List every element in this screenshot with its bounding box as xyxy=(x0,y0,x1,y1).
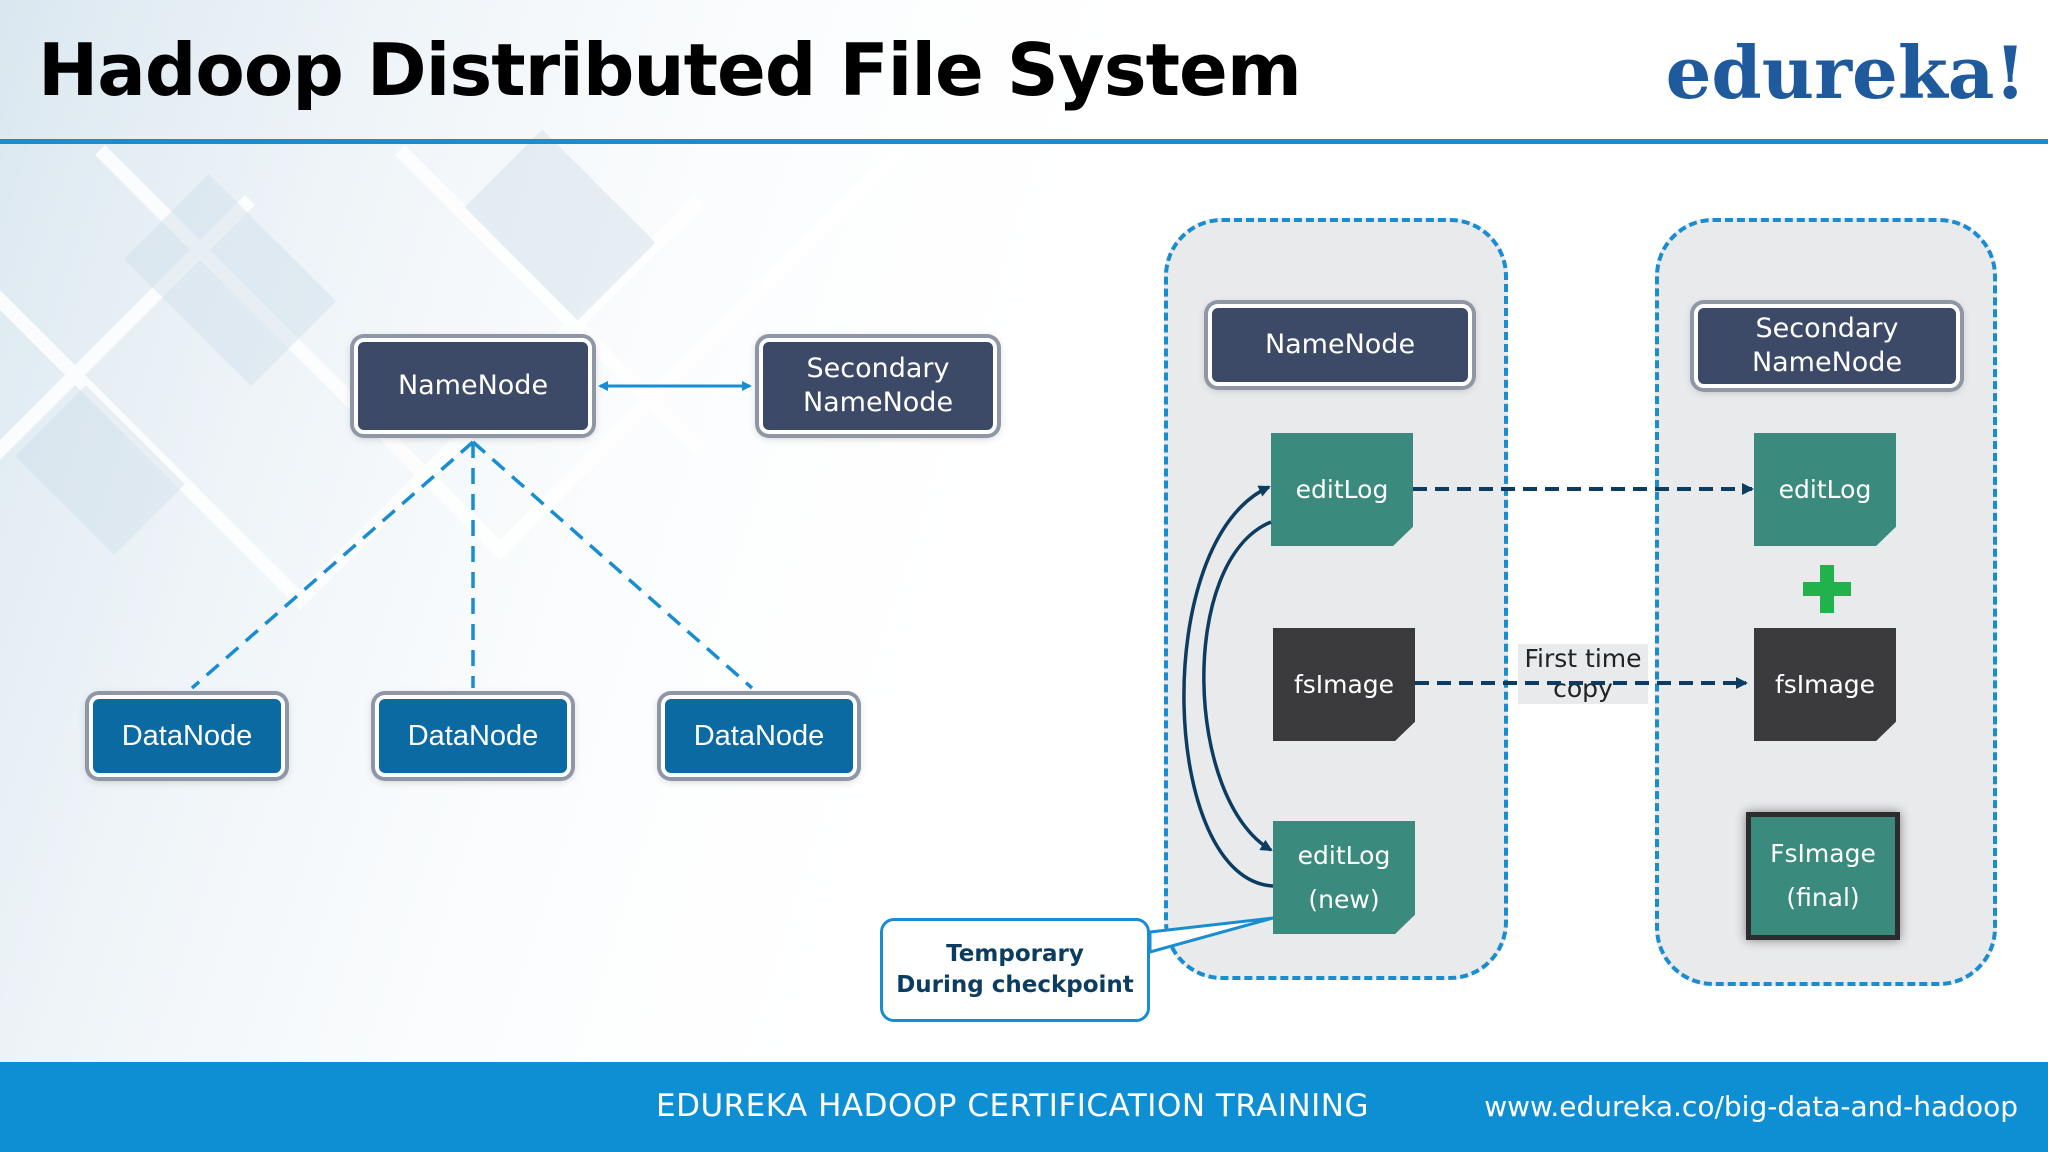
secondary-editlog-label: editLog xyxy=(1778,474,1872,504)
datanode-label: DataNode xyxy=(407,720,539,752)
editlog-new-doc: editLog (new) xyxy=(1273,821,1415,934)
panel-secondary-label-line1: Secondary xyxy=(1755,313,1899,344)
datanode-label: DataNode xyxy=(121,720,253,752)
secondary-fsimage-label: fsImage xyxy=(1774,669,1876,699)
fsimage-label: fsImage xyxy=(1293,669,1395,699)
secondary-fsimage-doc: fsImage xyxy=(1754,628,1896,741)
first-time-copy-line1: First time xyxy=(1524,644,1642,673)
fsimage-doc: fsImage xyxy=(1273,628,1415,741)
secondary-namenode-box: Secondary NameNode xyxy=(759,338,997,434)
first-time-copy-label: First time copy xyxy=(1518,644,1648,704)
datanode-box-3: DataNode xyxy=(661,695,857,777)
editlog-new-label-line2: (new) xyxy=(1308,884,1380,914)
fsimage-final-doc: FsImage (final) xyxy=(1746,812,1900,940)
secondary-namenode-label-line1: Secondary xyxy=(806,353,950,384)
edureka-logo: edureka! xyxy=(1665,30,2026,115)
footer-url[interactable]: www.edureka.co/big-data-and-hadoop xyxy=(1484,1090,2018,1123)
first-time-copy-line2: copy xyxy=(1553,674,1613,703)
secondary-editlog-doc: editLog xyxy=(1754,433,1896,546)
panel-secondary-label-line2: NameNode xyxy=(1751,347,1903,378)
footer-bar xyxy=(0,1062,2048,1152)
panel-namenode-label: NameNode xyxy=(1264,329,1416,360)
datanode-label: DataNode xyxy=(693,720,825,752)
footer-course-title: EDUREKA HADOOP CERTIFICATION TRAINING xyxy=(656,1088,1370,1124)
namenode-box: NameNode xyxy=(354,338,592,434)
datanode-box-1: DataNode xyxy=(89,695,285,777)
fsimage-final-label-line2: (final) xyxy=(1786,883,1860,912)
datanode-box-2: DataNode xyxy=(375,695,571,777)
editlog-new-label-line1: editLog xyxy=(1297,840,1391,870)
secondary-namenode-label-line2: NameNode xyxy=(802,387,954,418)
callout-line2: During checkpoint xyxy=(896,972,1134,998)
panel-namenode-header: NameNode xyxy=(1208,304,1472,386)
namenode-label: NameNode xyxy=(397,370,549,401)
temporary-checkpoint-callout: Temporary During checkpoint xyxy=(880,918,1150,1022)
editlog-label: editLog xyxy=(1295,474,1389,504)
fsimage-final-label-line1: FsImage xyxy=(1770,839,1876,868)
callout-line1: Temporary xyxy=(946,941,1084,967)
plus-icon xyxy=(1803,565,1851,613)
title-underline xyxy=(0,139,2048,144)
panel-secondary-namenode-header: Secondary NameNode xyxy=(1694,304,1960,388)
slide-title: Hadoop Distributed File System xyxy=(38,28,1302,112)
editlog-doc: editLog xyxy=(1271,433,1413,546)
